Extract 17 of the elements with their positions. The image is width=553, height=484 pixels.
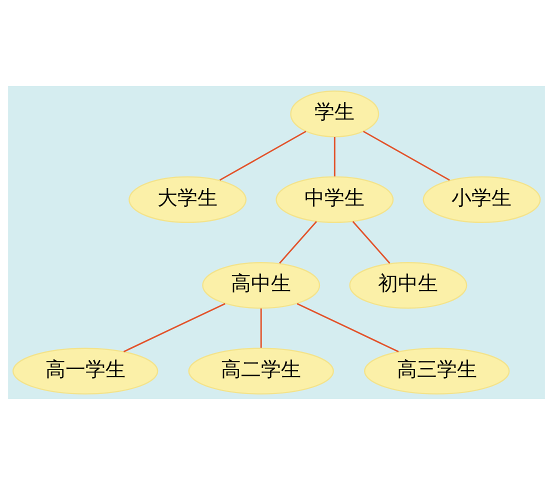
connector (363, 130, 450, 180)
connector (296, 302, 399, 352)
node-ellipse: 高二学生 (188, 347, 334, 394)
connector (219, 130, 306, 180)
connector (334, 136, 336, 176)
node-ellipse: 小学生 (422, 176, 541, 223)
node-ellipse: 学生 (290, 90, 380, 137)
node-ellipse: 中学生 (276, 176, 394, 223)
node-ellipse: 大学生 (128, 176, 247, 223)
connector (123, 302, 226, 352)
node-ellipse: 高一学生 (12, 347, 158, 394)
connector (260, 308, 262, 348)
node-ellipse: 高三学生 (364, 347, 510, 394)
connector (279, 220, 318, 264)
node-ellipse: 初中生 (349, 261, 468, 308)
node-ellipse: 高中生 (202, 261, 320, 308)
connector (352, 220, 390, 264)
